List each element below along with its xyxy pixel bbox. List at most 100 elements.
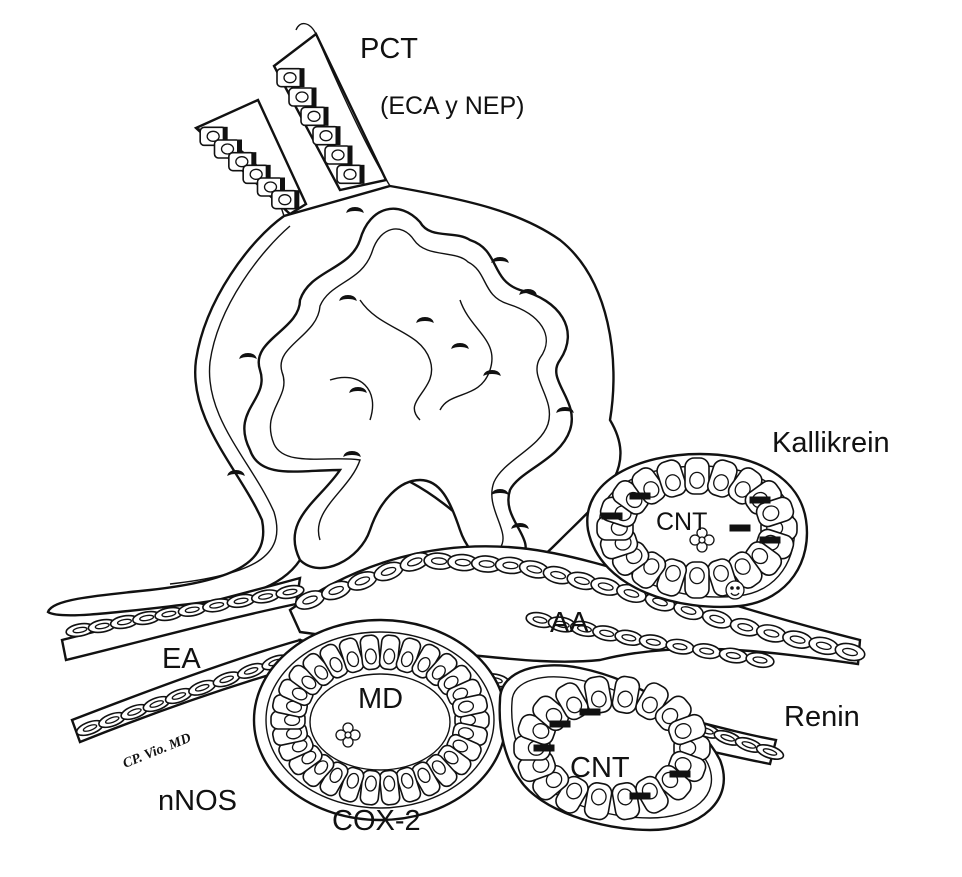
epithelial-cell: [395, 766, 422, 803]
epithelial-cell: [583, 782, 613, 821]
label-cnt-top: CNT: [656, 508, 707, 536]
vessel-cell: [808, 636, 840, 656]
epithelial-cell: [667, 713, 707, 746]
epithelial-cell: [583, 675, 613, 714]
label-cnt-bottom: CNT: [570, 752, 630, 784]
podocyte-nucleus: [483, 370, 501, 376]
label-ea: EA: [162, 643, 201, 675]
epithelial-cell: [338, 637, 365, 674]
vessel-cell: [525, 611, 555, 629]
vessel-cell: [755, 743, 785, 761]
podocyte-nucleus: [511, 523, 529, 529]
pct-cell: [312, 125, 341, 146]
junction-mark: [749, 496, 771, 504]
podocyte-nucleus: [239, 353, 257, 359]
pct-cell: [300, 106, 329, 127]
glomerular-tuft: [243, 207, 573, 570]
vessel-cell: [755, 624, 787, 643]
epithelial-cell: [411, 761, 441, 797]
podocyte-nuclei: [227, 207, 574, 529]
epithelial-cell: [437, 744, 472, 776]
vessel-cell: [834, 642, 866, 662]
junction-mark: [579, 708, 601, 716]
vessel-cell: [373, 561, 404, 582]
epithelial-cell: [631, 551, 667, 589]
pct-cell: [288, 87, 317, 107]
epithelial-cell: [755, 496, 795, 528]
epithelial-cell: [359, 634, 382, 671]
podocyte-nucleus: [346, 207, 364, 213]
junction-mark: [669, 770, 691, 778]
label-pct: PCT: [360, 33, 418, 65]
artist-signature: CP. Vio. MD: [121, 731, 193, 772]
vessel-cell: [202, 598, 232, 613]
junction-mark: [759, 536, 781, 544]
epithelial-cell: [684, 561, 710, 599]
vessel-cell: [713, 729, 742, 746]
junction-mark: [629, 492, 651, 500]
epithelial-cell: [684, 457, 710, 495]
cnt-top-flower-icon: [689, 527, 715, 553]
junction-mark: [549, 720, 571, 728]
label-pct-enzymes: (ECA y NEP): [380, 92, 524, 120]
epithelial-cell: [635, 775, 669, 814]
podocyte-nucleus: [451, 343, 469, 349]
vessel-cell: [566, 571, 598, 591]
vessel-cell: [212, 671, 241, 688]
epithelial-cell: [451, 694, 489, 718]
cnt-bottom-cells: [513, 675, 711, 821]
junction-mark: [629, 792, 651, 800]
vessel-cell: [423, 552, 455, 570]
podocyte-nucleus: [491, 489, 509, 495]
podocyte-nucleus: [227, 470, 245, 476]
vessel-cell: [347, 571, 378, 591]
ea-cells: [65, 584, 315, 737]
podocyte-nucleus: [416, 317, 434, 323]
label-md: MD: [358, 683, 403, 715]
label-renin: Renin: [784, 701, 860, 733]
vessel-cell: [542, 565, 574, 585]
epithelial-cell: [359, 769, 382, 806]
epithelial-cell: [302, 652, 335, 687]
vessel-cell: [132, 610, 162, 626]
podocyte-nucleus: [349, 387, 367, 393]
vessel-cell: [177, 602, 207, 617]
label-nnos: nNOS: [158, 785, 237, 817]
vessel-cell: [447, 553, 479, 572]
epithelial-cell: [611, 675, 641, 714]
vessel-cell: [226, 593, 256, 609]
vessel-cell: [729, 617, 761, 637]
podocyte-nucleus: [343, 451, 361, 457]
junction-mark: [533, 744, 555, 752]
vessel-cell: [547, 616, 577, 633]
pct-cell: [271, 189, 300, 210]
vessel-cell: [294, 590, 326, 610]
vessel-cell: [734, 736, 764, 753]
epithelial-cell: [656, 459, 688, 498]
vessel-cell: [718, 647, 748, 664]
md-cells: [270, 634, 490, 806]
podocyte-nucleus: [519, 289, 537, 295]
smiley-icon: [725, 580, 745, 600]
vessel-cell: [154, 606, 184, 622]
pct-cell: [324, 145, 353, 165]
junction-mark: [729, 524, 751, 532]
epithelial-cell: [288, 664, 323, 696]
podocyte-nucleus: [339, 295, 357, 301]
vessel-cell: [275, 584, 305, 600]
vessel-cell: [321, 580, 352, 601]
vessel-cell: [399, 552, 430, 572]
epithelial-cell: [532, 764, 570, 801]
podocyte-nucleus: [556, 407, 574, 413]
pct-cells: [199, 67, 365, 210]
label-cox2: COX-2: [332, 805, 421, 837]
pct-cell: [276, 67, 305, 88]
cnt-top-cells: [596, 457, 798, 599]
epithelial-cell: [425, 652, 458, 687]
vessel-cell: [638, 634, 668, 651]
vessel-cell: [745, 651, 775, 669]
vessel-cell: [592, 625, 622, 642]
epithelial-cell: [278, 733, 314, 762]
